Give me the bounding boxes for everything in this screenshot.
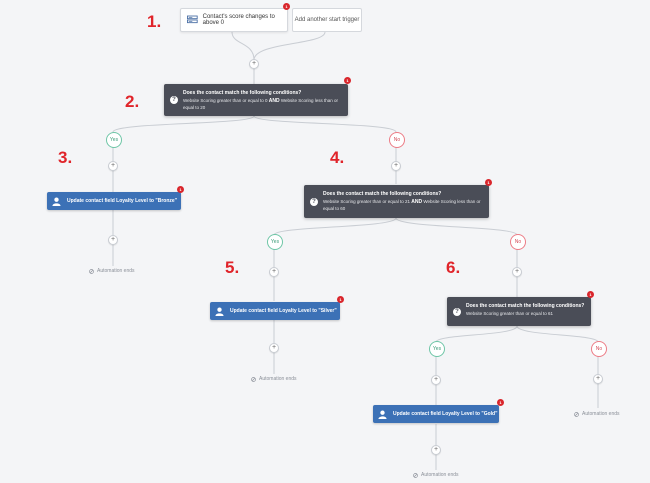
action-label: Update contact field Loyalty Level to "B…	[67, 198, 178, 204]
add-step-button[interactable]: +	[108, 235, 118, 245]
step-number-5: 5.	[225, 258, 240, 277]
add-step-button[interactable]: +	[269, 267, 279, 277]
end-icon	[574, 411, 579, 417]
trigger-label: Contact's score changes to above 0	[202, 14, 275, 26]
add-step-button[interactable]: +	[269, 343, 279, 353]
tag-icon	[187, 15, 198, 24]
condition-detail: Website Scoring greater than or equal to…	[466, 311, 553, 316]
add-step-button[interactable]: +	[431, 445, 441, 455]
add-start-trigger-button[interactable]: Add another start trigger	[292, 8, 362, 32]
add-step-button[interactable]: +	[431, 375, 441, 385]
action-badge: 1	[337, 296, 344, 303]
action-badge: 1	[177, 186, 184, 193]
question-icon: ?	[170, 96, 178, 104]
trigger-badge: 1	[283, 3, 290, 10]
end-label: Automation ends	[97, 268, 135, 274]
automation-end: Automation ends	[251, 376, 297, 382]
step-number-1: 1.	[147, 12, 162, 31]
condition-badge: 1	[485, 179, 492, 186]
automation-end: Automation ends	[574, 411, 620, 417]
condition-block-3[interactable]: ? Does the contact match the following c…	[447, 297, 591, 326]
step-number-6: 6.	[446, 258, 461, 277]
add-step-button[interactable]: +	[108, 161, 118, 171]
user-icon	[215, 307, 224, 316]
add-step-button[interactable]: +	[249, 59, 259, 69]
action-label: Update contact field Loyalty Level to "S…	[230, 308, 337, 314]
add-step-button[interactable]: +	[593, 374, 603, 384]
condition-block-2[interactable]: ? Does the contact match the following c…	[304, 185, 489, 218]
condition-title: Does the contact match the following con…	[466, 303, 585, 309]
automation-end: Automation ends	[89, 268, 135, 274]
condition-title: Does the contact match the following con…	[323, 191, 442, 197]
yes-branch[interactable]: Yes	[429, 341, 445, 357]
end-icon	[413, 472, 418, 478]
no-branch[interactable]: No	[510, 234, 526, 250]
yes-branch[interactable]: Yes	[106, 132, 122, 148]
end-label: Automation ends	[582, 411, 620, 417]
condition-title: Does the contact match the following con…	[183, 90, 302, 96]
end-label: Automation ends	[259, 376, 297, 382]
condition-block-1[interactable]: ? Does the contact match the following c…	[164, 84, 348, 116]
condition-badge: 1	[344, 77, 351, 84]
step-number-3: 3.	[58, 148, 73, 167]
question-icon: ?	[453, 307, 461, 316]
step-number-2: 2.	[125, 92, 140, 111]
end-icon	[251, 376, 256, 382]
step-number-4: 4.	[330, 148, 345, 167]
question-icon: ?	[310, 197, 318, 206]
end-icon	[89, 268, 94, 274]
action-label: Update contact field Loyalty Level to "G…	[393, 411, 498, 417]
condition-detail: Website Scoring greater than or equal to…	[183, 98, 339, 110]
automation-end: Automation ends	[413, 472, 459, 478]
end-label: Automation ends	[421, 472, 459, 478]
condition-badge: 1	[587, 291, 594, 298]
action-block-silver[interactable]: Update contact field Loyalty Level to "S…	[210, 302, 340, 320]
action-block-gold[interactable]: Update contact field Loyalty Level to "G…	[373, 405, 499, 423]
start-trigger[interactable]: Contact's score changes to above 0	[180, 8, 288, 32]
action-badge: 1	[497, 399, 504, 406]
condition-detail: Website Scoring greater than or equal to…	[323, 199, 481, 211]
add-step-button[interactable]: +	[391, 161, 401, 171]
no-branch[interactable]: No	[591, 341, 607, 357]
user-icon	[52, 197, 61, 206]
action-block-bronze[interactable]: Update contact field Loyalty Level to "B…	[47, 192, 181, 210]
no-branch[interactable]: No	[389, 132, 405, 148]
add-step-button[interactable]: +	[512, 267, 522, 277]
yes-branch[interactable]: Yes	[267, 234, 283, 250]
user-icon	[378, 410, 387, 419]
